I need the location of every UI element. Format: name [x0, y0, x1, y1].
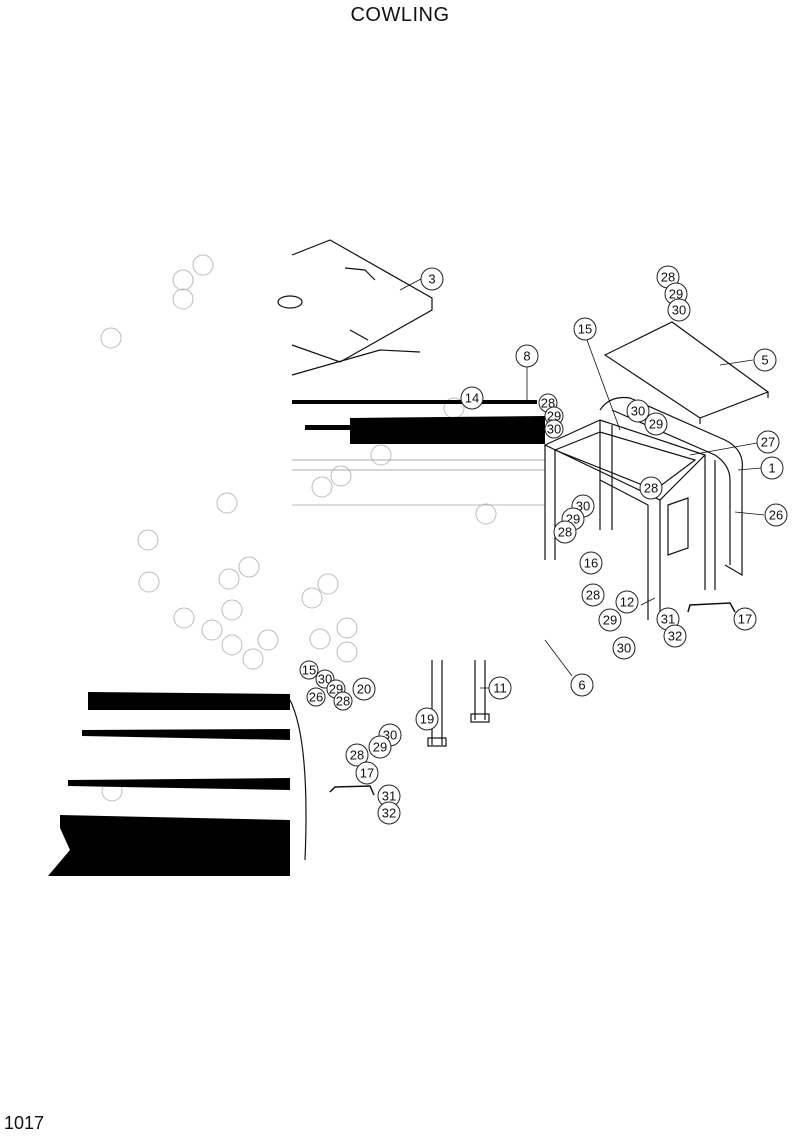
callout-1: 1: [760, 456, 784, 480]
svg-text:11: 11: [493, 681, 507, 696]
page-number: 1017: [4, 1113, 45, 1133]
svg-text:32: 32: [668, 629, 682, 644]
callout-28: 28: [345, 743, 369, 767]
callout-29: 29: [644, 412, 668, 436]
svg-text:30: 30: [318, 672, 332, 687]
callout-30: 30: [626, 399, 650, 423]
svg-text:19: 19: [420, 712, 434, 727]
svg-text:30: 30: [672, 303, 686, 318]
svg-text:28: 28: [350, 748, 364, 763]
callout-19: 19: [415, 707, 439, 731]
svg-text:28: 28: [586, 588, 600, 603]
frame-6: [543, 419, 716, 620]
svg-text:29: 29: [603, 613, 617, 628]
callout-26: 26: [764, 503, 788, 527]
svg-text:30: 30: [631, 404, 645, 419]
callout-30: 30: [544, 419, 564, 439]
svg-text:29: 29: [373, 740, 387, 755]
callout-12: 12: [615, 590, 639, 614]
callout-20: 20: [352, 677, 376, 701]
cowling-1: [599, 396, 743, 577]
callout-15: 15: [573, 317, 597, 341]
cover-plate-3: [277, 239, 433, 376]
svg-text:28: 28: [661, 270, 675, 285]
cover-5: [603, 321, 770, 424]
callout-17: 17: [355, 761, 379, 785]
callout-16: 16: [579, 551, 603, 575]
callout-29: 29: [368, 735, 392, 759]
svg-text:29: 29: [669, 287, 683, 302]
svg-text:30: 30: [547, 422, 561, 437]
center-black-band: [292, 400, 545, 506]
callout-28: 28: [639, 476, 663, 500]
svg-text:29: 29: [649, 417, 663, 432]
svg-text:28: 28: [336, 694, 350, 709]
svg-text:26: 26: [769, 508, 783, 523]
callout-29: 29: [544, 406, 564, 426]
callout-30: 30: [612, 636, 636, 660]
callout-3: 3: [420, 267, 444, 291]
svg-text:5: 5: [761, 353, 768, 368]
svg-text:1: 1: [768, 461, 775, 476]
svg-text:8: 8: [523, 349, 530, 364]
callout-31: 31: [656, 607, 680, 631]
callout-28: 28: [333, 691, 353, 711]
page-title: COWLING: [350, 4, 450, 26]
callout-32: 32: [377, 801, 401, 825]
svg-text:26: 26: [309, 690, 323, 705]
callout-28: 28: [581, 583, 605, 607]
svg-text:15: 15: [302, 663, 316, 678]
svg-text:17: 17: [738, 612, 752, 627]
part-callouts: 3 28 29 30 15 5 8 14 28 29 30 30 29 27 1…: [299, 265, 788, 825]
callout-28: 28: [553, 520, 577, 544]
faint-ghost-marks: [100, 254, 497, 802]
callout-11: 11: [488, 676, 512, 700]
svg-text:31: 31: [661, 612, 675, 627]
svg-text:6: 6: [578, 678, 585, 693]
svg-text:12: 12: [620, 595, 634, 610]
svg-text:15: 15: [578, 322, 592, 337]
svg-text:3: 3: [428, 272, 435, 287]
callout-5: 5: [753, 348, 777, 372]
callout-29: 29: [598, 608, 622, 632]
callout-27: 27: [756, 430, 780, 454]
svg-text:20: 20: [357, 682, 371, 697]
svg-text:28: 28: [644, 481, 658, 496]
callout-26: 26: [306, 687, 326, 707]
callout-14: 14: [460, 386, 484, 410]
leader-lines: [399, 278, 765, 689]
svg-text:14: 14: [465, 391, 479, 406]
callout-32: 32: [663, 624, 687, 648]
svg-text:16: 16: [584, 556, 598, 571]
callout-15: 15: [299, 660, 319, 680]
handle-17: [329, 602, 736, 796]
svg-text:28: 28: [558, 525, 572, 540]
svg-text:17: 17: [360, 766, 374, 781]
callout-8: 8: [515, 344, 539, 368]
svg-text:28: 28: [541, 396, 555, 411]
frame-legs-11: [289, 660, 490, 861]
callout-17: 17: [733, 607, 757, 631]
callout-30: 30: [667, 298, 691, 322]
callout-6: 6: [570, 673, 594, 697]
callout-28: 28: [656, 265, 680, 289]
svg-text:27: 27: [761, 435, 775, 450]
svg-text:29: 29: [547, 409, 561, 424]
left-black-bands: [48, 692, 290, 876]
svg-text:31: 31: [382, 789, 396, 804]
svg-text:30: 30: [617, 641, 631, 656]
svg-text:32: 32: [382, 806, 396, 821]
